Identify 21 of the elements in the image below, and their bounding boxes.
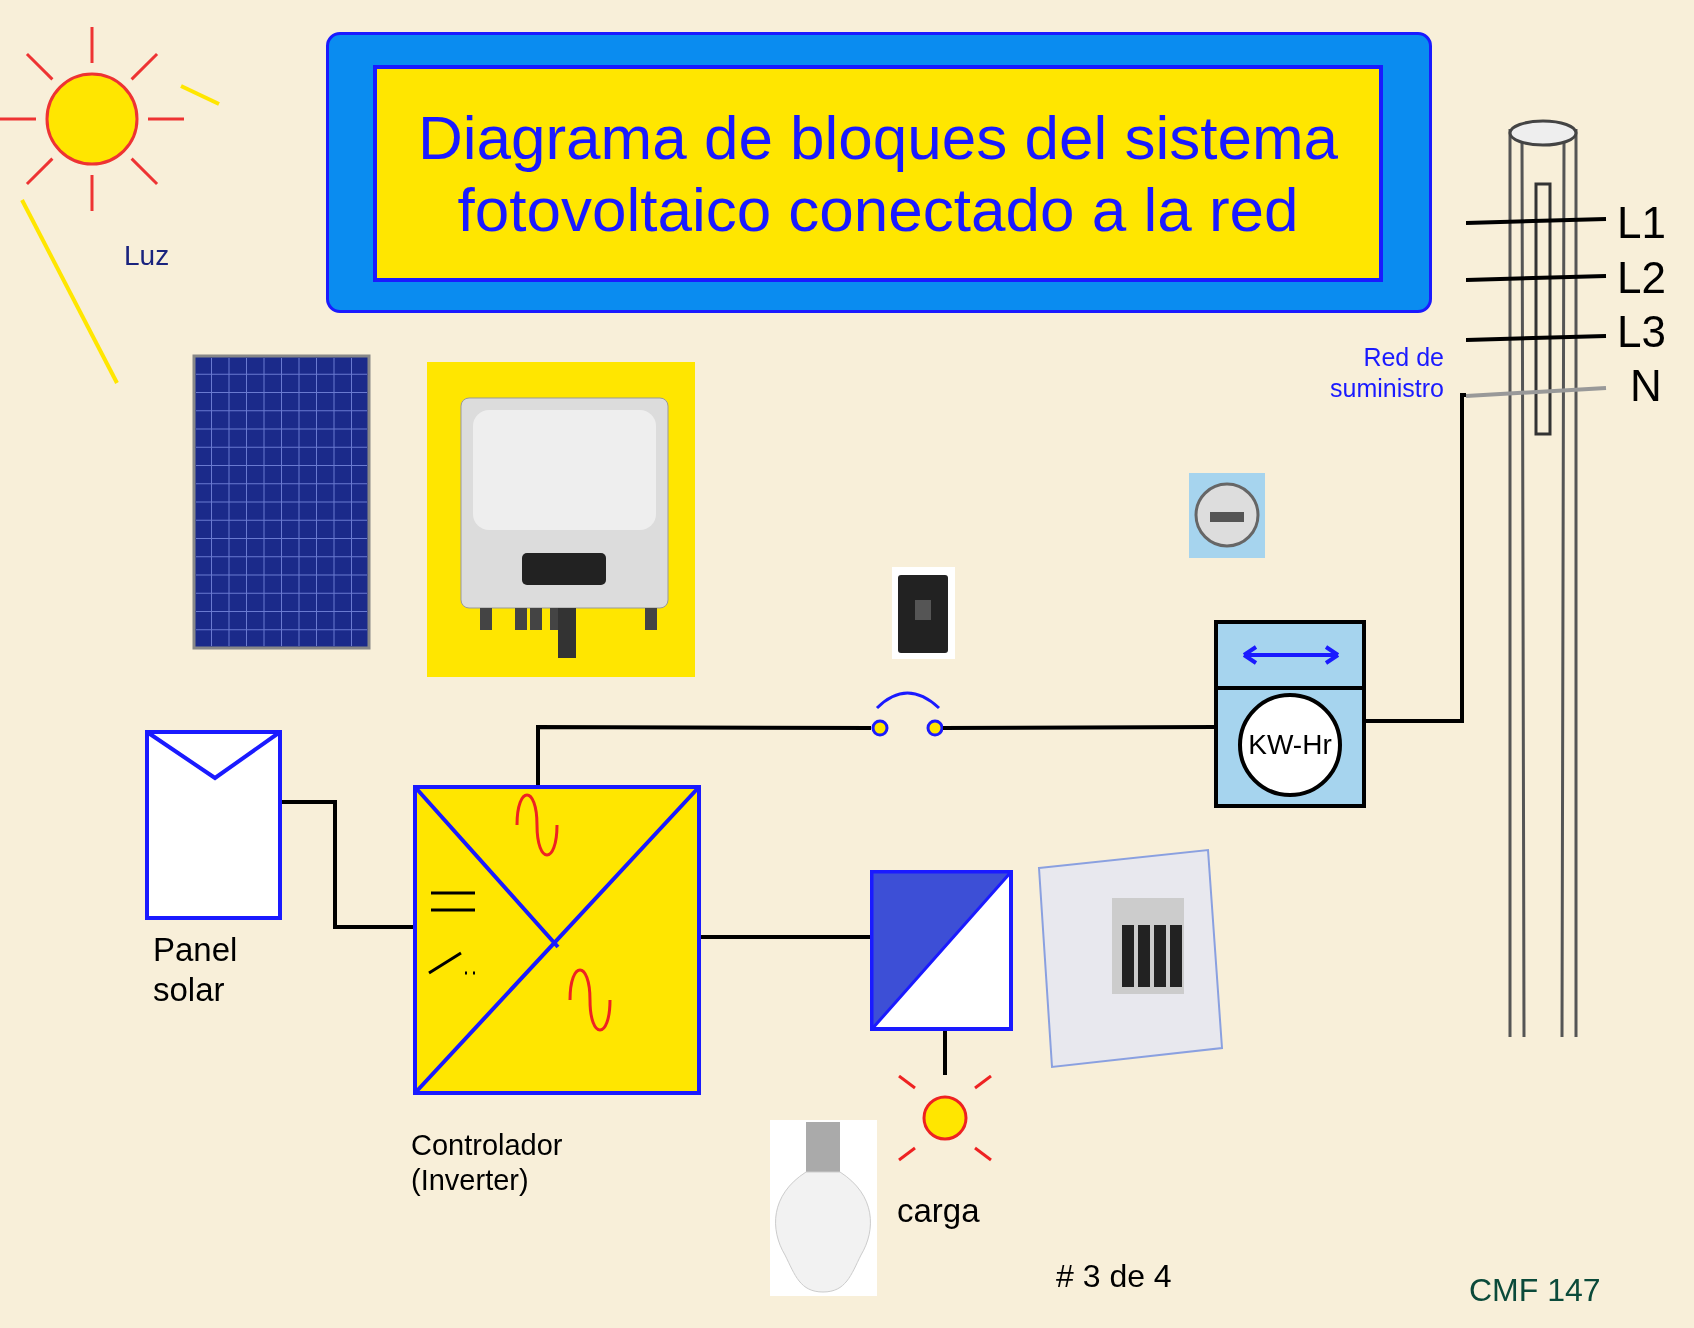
connector-line: [943, 725, 1214, 730]
node-caption: Red de suministro: [1329, 342, 1444, 405]
wire-label: L2: [1617, 252, 1667, 304]
text-label: Luz: [124, 240, 170, 272]
connector-line: [536, 725, 871, 785]
wire-label: N: [1630, 360, 1663, 412]
node-label: Panel solar: [153, 930, 239, 1010]
text-label: CMF 147: [1469, 1272, 1601, 1309]
connector-line: [701, 935, 870, 939]
node-label: carga: [897, 1192, 980, 1230]
wire-label: L3: [1617, 306, 1667, 358]
wire-label: L1: [1617, 197, 1667, 249]
kwh-meter-box: [1214, 620, 1366, 808]
title-text: Diagrama de bloques del sistema fotovoltaico conectado a la red: [416, 102, 1340, 245]
connector-line: [943, 1031, 947, 1075]
connector-line: [1366, 393, 1467, 723]
title-banner: [326, 32, 1432, 313]
connector-line: [282, 800, 413, 929]
node-label: KW-Hr: [1248, 729, 1332, 761]
node-label: Controlador (Inverter): [411, 1128, 564, 1198]
text-label: # 3 de 4: [1056, 1258, 1172, 1295]
